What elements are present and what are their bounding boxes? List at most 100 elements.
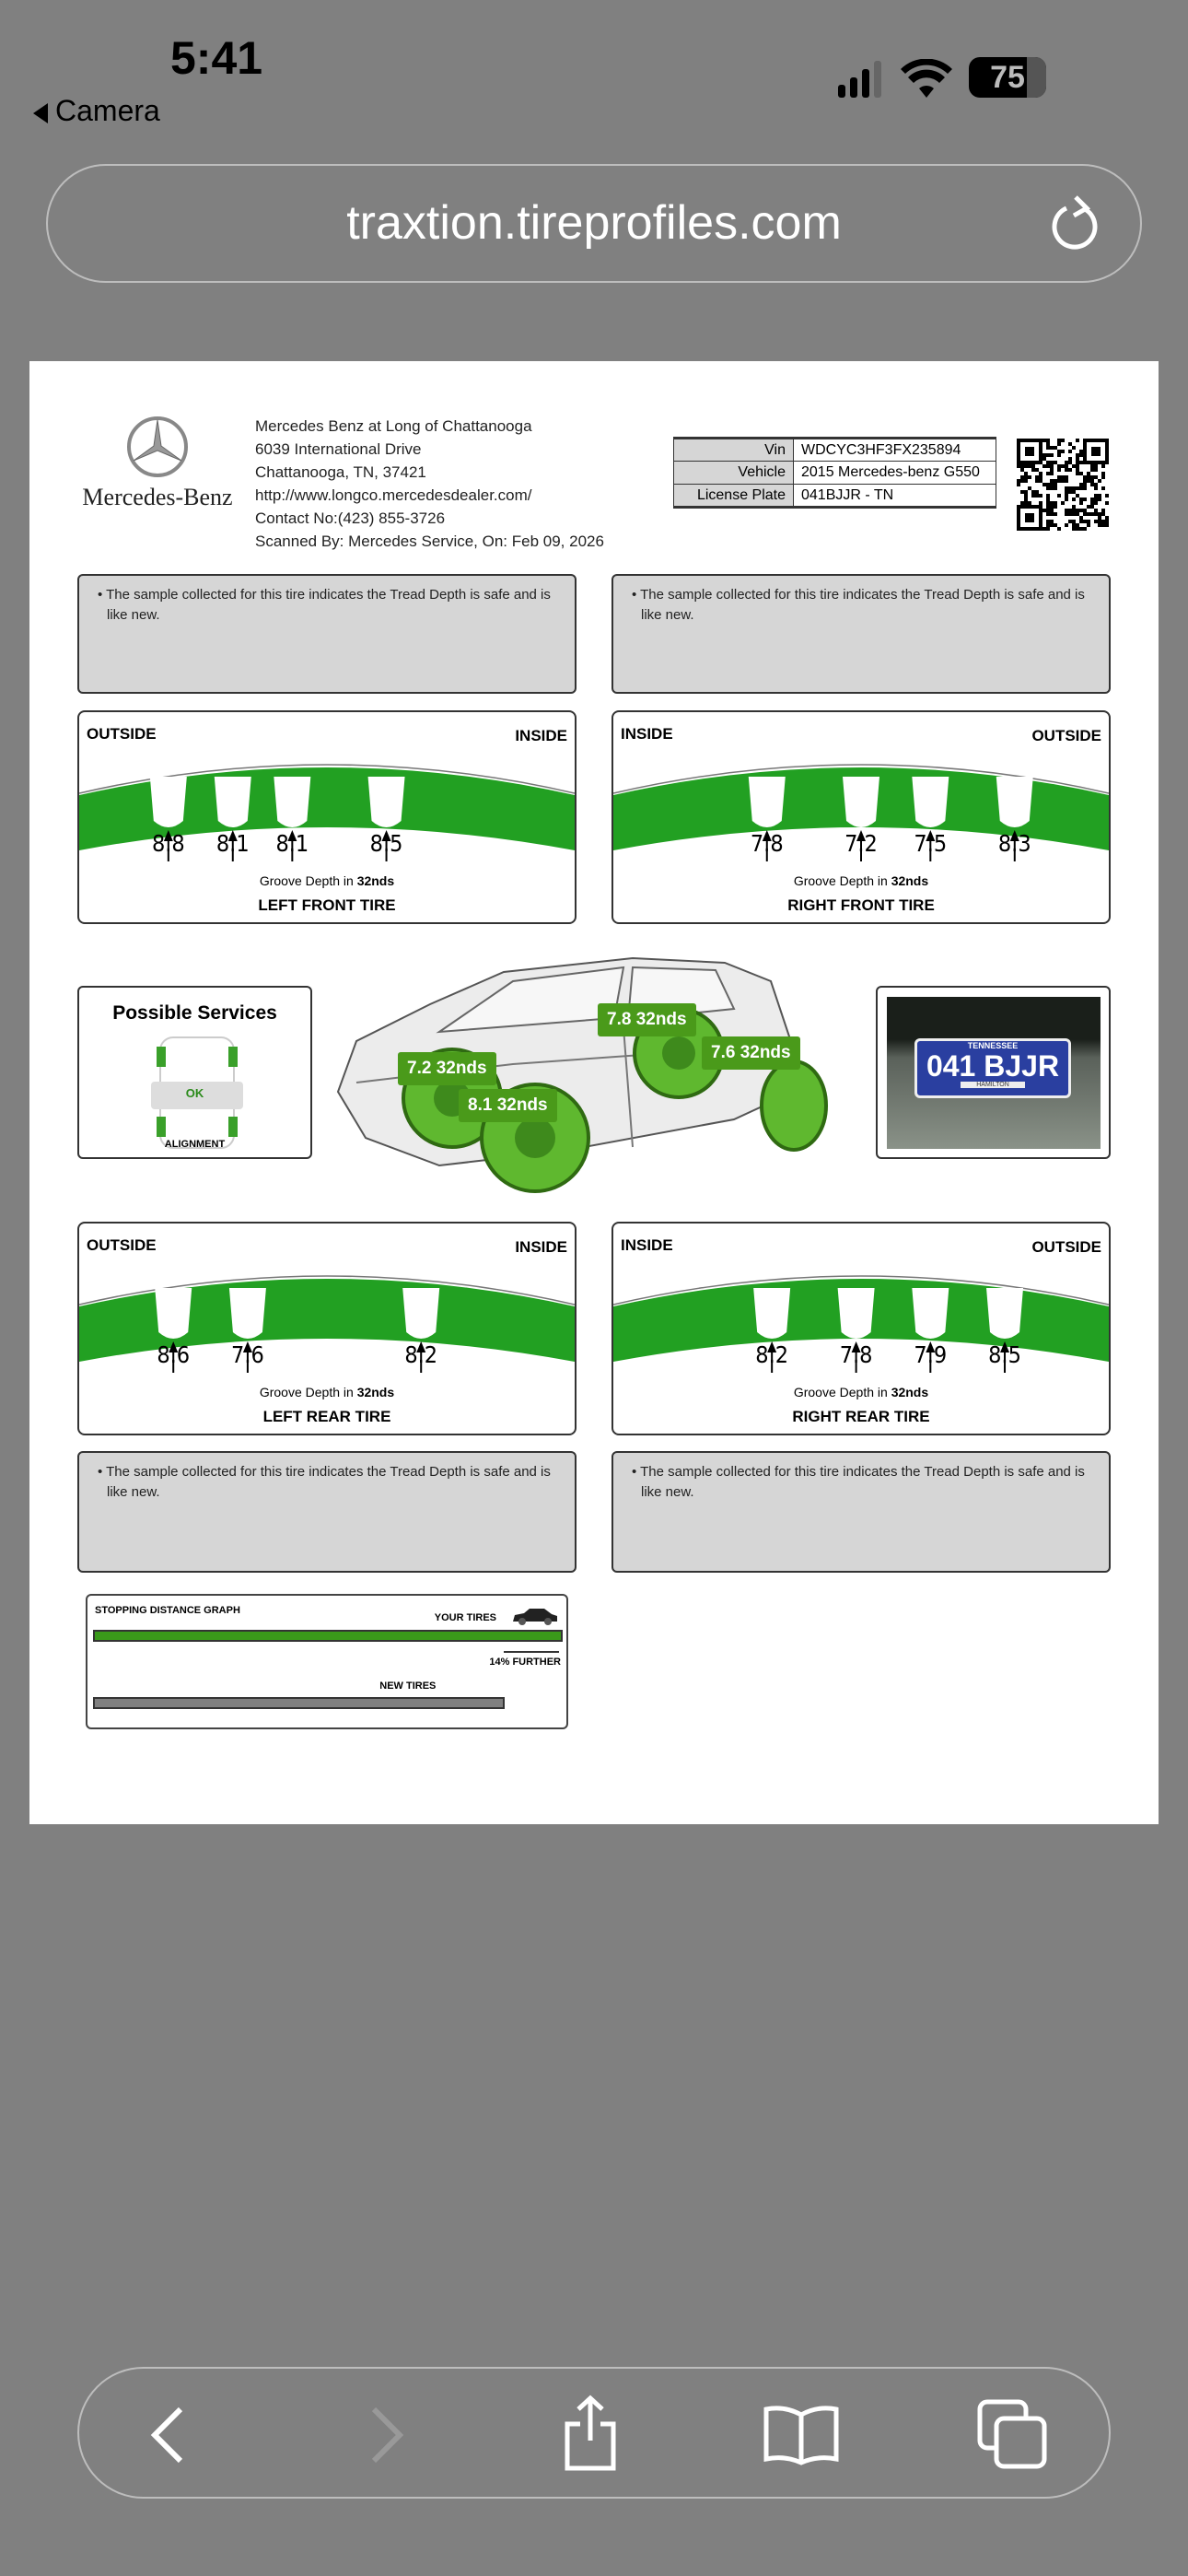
dealer-city: Chattanooga, TN, 37421 [255,463,426,481]
stopping-title: STOPPING DISTANCE GRAPH [95,1605,240,1616]
dealer-contact: Contact No:(423) 855-3726 [255,509,446,527]
groove [837,1288,875,1339]
dealer-info: Mercedes Benz at Long of Chattanooga 603… [255,415,604,553]
difference-label: 14% FURTHER [489,1657,561,1668]
groove-depth: 8.6 [157,1341,191,1368]
dealer-website[interactable]: http://www.longco.mercedesdealer.com/ [255,486,532,504]
tread-profile [79,1275,575,1373]
back-triangle-icon [33,102,48,123]
note-right-rear: • The sample collected for this tire ind… [611,1451,1111,1573]
battery-indicator: 75 [969,57,1046,98]
car-top-view-icon [151,1036,243,1149]
note-right-front: • The sample collected for this tire ind… [611,574,1111,694]
groove [753,1288,791,1339]
tire-title: LEFT FRONT TIRE [258,896,396,914]
front-right-depth-label: 8.1 32nds [459,1089,557,1122]
groove-depth: 8.1 [215,830,250,857]
your-car-icon [511,1607,559,1625]
tread-profile [613,1275,1109,1373]
tire-side-left: OUTSIDE [87,1236,157,1254]
mercedes-star-icon [127,416,188,477]
groove-depth: 7.8 [839,1341,873,1368]
share-icon[interactable] [558,2395,623,2472]
groove [214,777,251,827]
dealer-name: Mercedes Benz at Long of Chattanooga [255,417,532,435]
tire-title: RIGHT REAR TIRE [792,1408,930,1425]
groove-depth: 8.5 [369,830,403,857]
groove-arrow [227,830,238,861]
note-left-front: • The sample collected for this tire ind… [77,574,577,694]
groove-arrow [287,830,297,861]
groove [912,1288,949,1339]
groove-depth: 8.3 [997,830,1031,857]
tread-profile [79,764,575,861]
groove-caption: Groove Depth in 32nds [793,1385,929,1399]
groove-arrow [1009,830,1019,861]
groove-arrow [926,830,936,861]
groove-depth: 8.5 [988,1341,1021,1368]
browser-toolbar [77,2367,1111,2499]
services-title: Possible Services [112,1002,277,1024]
groove-arrow [169,1341,179,1373]
groove [228,1288,266,1339]
qr-code [1017,439,1109,531]
groove-arrow [163,830,173,861]
tire-side-left: OUTSIDE [87,725,157,743]
alignment-label: ALIGNMENT [164,1139,226,1150]
groove [367,777,405,827]
scan-info: Scanned By: Mercedes Service, On: Feb 09… [255,533,604,550]
wifi-icon [901,59,952,98]
tire-side-left: INSIDE [621,725,673,743]
alignment-status: OK [185,1086,204,1100]
groove-depth: 8.1 [275,830,309,857]
groove [996,777,1033,827]
groove-arrow [762,830,772,861]
groove-arrow [767,1341,777,1373]
bookmarks-icon[interactable] [763,2402,840,2466]
groove-depth: 7.8 [750,830,784,857]
license-plate-photo-box: TENNESSEE 041 BJJR HAMILTON [876,986,1111,1159]
back-chevron-icon[interactable] [144,2406,190,2465]
license-plate-photo: TENNESSEE 041 BJJR HAMILTON [887,997,1101,1149]
groove-arrow [242,1341,252,1373]
difference-bracket [504,1651,559,1653]
status-icons: 75 [838,57,1046,98]
new-tires-bar [93,1697,506,1709]
back-label: Camera [55,94,160,127]
your-tires-bar [93,1630,563,1642]
your-tires-label: YOUR TIRES [434,1612,496,1623]
groove [149,777,187,827]
groove [843,777,879,827]
note-left-rear: • The sample collected for this tire ind… [77,1451,577,1573]
groove-caption: Groove Depth in 32nds [259,1385,395,1399]
address-bar[interactable]: traxtion.tireprofiles.com [46,164,1142,283]
groove-arrow [416,1341,426,1373]
front-left-depth-label: 7.2 32nds [398,1052,496,1085]
groove [274,777,311,827]
forward-chevron-icon[interactable] [365,2406,411,2465]
tire-side-right: OUTSIDE [1031,727,1101,744]
tire-side-right: INSIDE [515,727,567,744]
tire-title: LEFT REAR TIRE [262,1408,391,1425]
back-to-camera-link[interactable]: Camera [33,94,160,128]
groove-arrow [381,830,391,861]
groove-depth: 8.2 [755,1341,789,1368]
groove-depth: 8.2 [404,1341,438,1368]
tire-side-right: INSIDE [515,1238,567,1256]
tabs-icon[interactable] [976,2398,1050,2472]
tire-side-right: OUTSIDE [1031,1238,1101,1256]
rear-left-depth-label: 7.8 32nds [598,1003,696,1036]
dealer-address: 6039 International Drive [255,440,422,458]
mercedes-logo: Mercedes-Benz [79,415,236,511]
rear-right-depth-label: 7.6 32nds [702,1036,800,1070]
groove-depth: 8.8 [151,830,185,857]
tire-report-page: Mercedes-Benz Mercedes Benz at Long of C… [29,361,1159,1824]
reload-icon[interactable] [1048,195,1103,254]
